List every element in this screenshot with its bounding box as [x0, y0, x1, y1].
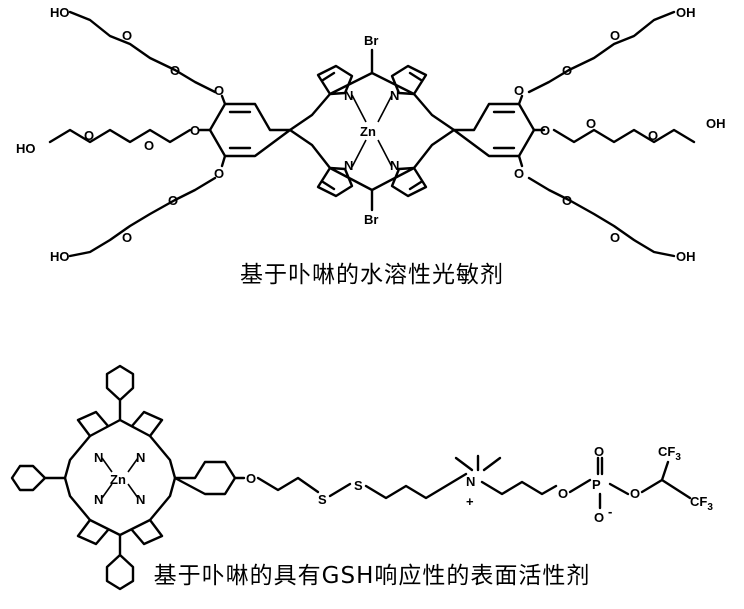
o-label: O — [122, 28, 132, 43]
o-label: O — [84, 128, 94, 143]
n-label: N — [390, 88, 399, 103]
top-porphyrin-core: N N N N Zn Br Br — [288, 33, 456, 227]
cf3-label: CF3 — [690, 494, 713, 513]
bottom-caption: 基于卟啉的具有GSH响应性的表面活性剂 — [153, 563, 591, 589]
oh-label: OH — [676, 5, 696, 20]
ho-label: HO — [50, 5, 70, 20]
o-label: O — [540, 123, 550, 138]
n-label: N — [94, 450, 103, 465]
o-label: O — [144, 138, 154, 153]
o-label: O — [558, 486, 568, 501]
o-label: O — [170, 63, 180, 78]
o-label: O — [514, 166, 524, 181]
bottom-molecule: N N N N Zn O S S N + O P O O - O CF3 CF3 — [10, 364, 713, 591]
n-label: N — [136, 492, 145, 507]
n-label: N — [94, 492, 103, 507]
o-label: O — [594, 444, 604, 459]
n-label: N — [344, 88, 353, 103]
o-label: O — [562, 63, 572, 78]
o-label: O — [168, 193, 178, 208]
o-label: O — [190, 123, 200, 138]
zn-label: Zn — [360, 124, 376, 139]
s-label: S — [354, 478, 363, 493]
p-label: P — [592, 477, 601, 492]
o-label: O — [562, 193, 572, 208]
n-label: N — [466, 474, 475, 489]
oh-label: OH — [676, 249, 696, 264]
o-label: O — [586, 116, 596, 131]
ho-label: HO — [50, 249, 70, 264]
oh-label: OH — [706, 116, 726, 131]
n-label: N — [136, 450, 145, 465]
top-caption: 基于卟啉的水溶性光敏剂 — [240, 262, 504, 288]
o-label: O — [630, 486, 640, 501]
cf3-label: CF3 — [658, 444, 681, 463]
o-label: O — [648, 128, 658, 143]
s-label: S — [318, 492, 327, 507]
ho-label: HO — [16, 141, 36, 156]
o-label: O — [246, 471, 256, 486]
n-label: N — [344, 158, 353, 173]
plus-charge: + — [466, 494, 474, 509]
o-label: O — [514, 83, 524, 98]
minus-charge: - — [608, 504, 612, 519]
o-label: O — [122, 230, 132, 245]
o-label: O — [610, 230, 620, 245]
top-molecule: N N N N Zn Br Br O O O O O O — [16, 5, 726, 264]
zn-label: Zn — [110, 472, 126, 487]
o-label: O — [214, 83, 224, 98]
o-label: O — [214, 166, 224, 181]
br-label: Br — [364, 212, 378, 227]
br-label: Br — [364, 33, 378, 48]
o-label: O — [594, 510, 604, 525]
top-right-peg-chains: O O OH O O OH O O OH — [527, 5, 726, 264]
top-right-aryl: O O O — [452, 83, 550, 181]
top-left-peg-chains: O O HO O O HO O O HO — [16, 5, 217, 264]
o-label: O — [610, 28, 620, 43]
n-label: N — [390, 158, 399, 173]
top-left-aryl: O O O — [190, 83, 292, 181]
